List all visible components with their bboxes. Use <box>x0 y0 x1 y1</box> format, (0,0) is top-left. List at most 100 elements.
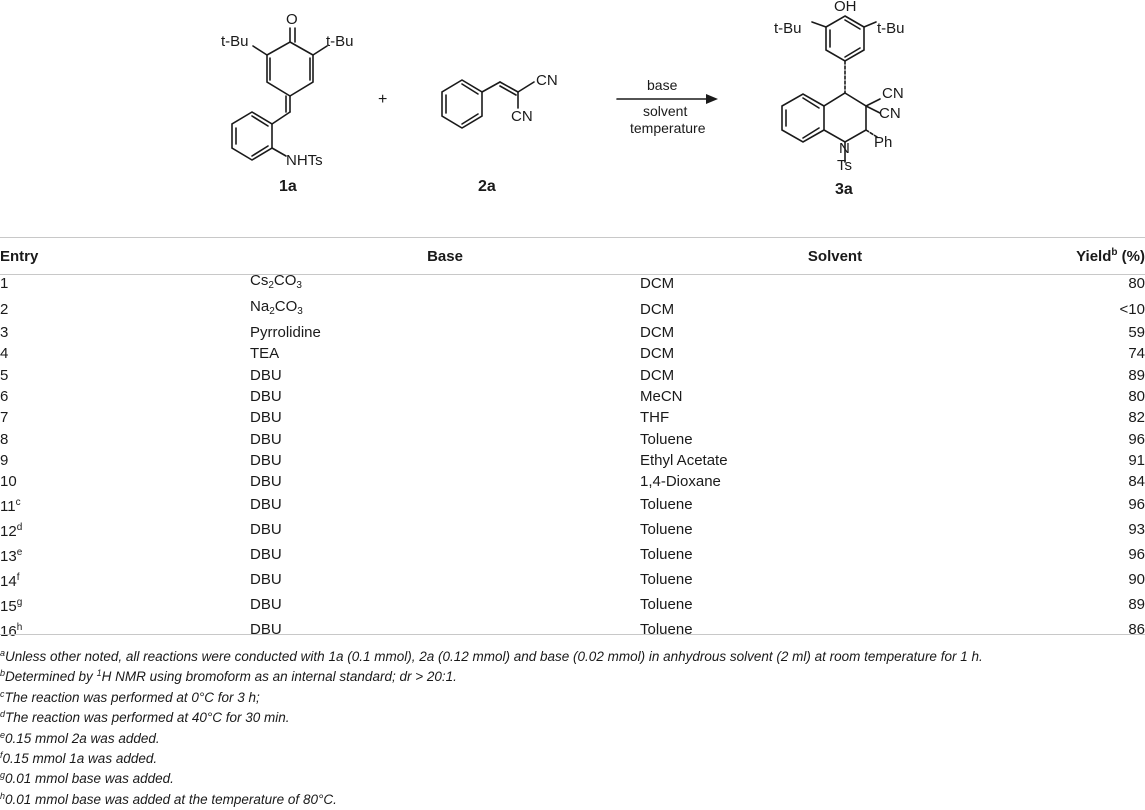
footnote: aUnless other noted, all reactions were … <box>0 648 983 664</box>
base-cell: DBU <box>250 596 282 614</box>
entry-cell: 3 <box>0 324 9 342</box>
footnote: g0.01 mmol base was added. <box>0 770 174 787</box>
solvent-cell: THF <box>640 409 670 427</box>
entry-cell: 15g <box>0 597 23 616</box>
solvent-cell: 1,4-Dioxane <box>640 473 721 491</box>
header-yield: Yieldb (%) <box>1076 247 1145 265</box>
product-cn2-label: CN <box>879 105 901 122</box>
yield-cell: 96 <box>1128 546 1145 564</box>
yield-cell: 86 <box>1128 621 1145 639</box>
table-row: 13e DBU Toluene 96 <box>0 542 1145 567</box>
yield-cell: 91 <box>1128 451 1145 469</box>
base-cell: DBU <box>250 409 282 427</box>
yield-cell: 74 <box>1128 345 1145 363</box>
entry-cell: 7 <box>0 409 9 427</box>
entry-cell: 10 <box>0 473 17 491</box>
carbonyl-oxygen-label: O <box>286 11 298 28</box>
footnote: cThe reaction was performed at 0°C for 3… <box>0 688 260 705</box>
base-cell: DBU <box>250 621 282 639</box>
condition-base: base <box>647 77 678 93</box>
reactant-2a-structure: CN CN 2a <box>441 72 558 195</box>
condition-temperature: temperature <box>630 120 706 136</box>
reactant-2a-label: 2a <box>478 178 496 195</box>
base-cell: DBU <box>250 451 282 469</box>
plus-sign: + <box>378 91 387 108</box>
base-cell: DBU <box>250 473 282 491</box>
condition-solvent: solvent <box>643 103 687 119</box>
base-cell: DBU <box>250 546 282 564</box>
solvent-cell: MeCN <box>640 388 683 406</box>
table-top-rule <box>0 237 1145 238</box>
table-row: 1 Cs2CO3 DCM 80 <box>0 270 1145 296</box>
footnote: f0.15 mmol 1a was added. <box>0 749 158 766</box>
yield-cell: <10 <box>1119 300 1145 318</box>
solvent-cell: DCM <box>640 300 675 318</box>
yield-cell: 89 <box>1128 366 1145 384</box>
base-cell: DBU <box>250 571 282 589</box>
tbu-left-label: t-Bu <box>221 33 249 50</box>
yield-cell: 80 <box>1128 388 1145 406</box>
reaction-scheme: O t-Bu t-Bu NHTs 1a + CN CN 2a base solv… <box>221 0 905 198</box>
base-cell: Pyrrolidine <box>250 324 321 342</box>
entry-cell: 11c <box>0 497 21 516</box>
oh-label: OH <box>834 0 857 15</box>
solvent-cell: Toluene <box>640 521 693 539</box>
base-cell: DBU <box>250 521 282 539</box>
solvent-cell: Toluene <box>640 621 693 639</box>
base-cell: DBU <box>250 366 282 384</box>
product-ph-label: Ph <box>874 134 892 151</box>
solvent-cell: DCM <box>640 366 675 384</box>
product-tbu-left-label: t-Bu <box>774 20 802 37</box>
yield-cell: 80 <box>1128 274 1145 292</box>
product-tbu-right-label: t-Bu <box>877 20 905 37</box>
table-row: 7 DBU THF 82 <box>0 407 1145 428</box>
base-cell: Cs2CO3 <box>250 272 302 291</box>
header-bottom-rule <box>0 274 1145 275</box>
footnote: dThe reaction was performed at 40°C for … <box>0 709 290 726</box>
entry-cell: 13e <box>0 547 23 566</box>
product-3a-structure: OH t-Bu t-Bu CN CN Ph N Ts 3a <box>774 0 905 198</box>
product-n-label: N <box>839 140 850 157</box>
yield-cell: 84 <box>1128 473 1145 491</box>
solvent-cell: Toluene <box>640 430 693 448</box>
product-cn1-label: CN <box>882 85 904 102</box>
entry-cell: 1 <box>0 274 9 292</box>
nhts-label: NHTs <box>286 152 323 169</box>
header-base: Base <box>427 247 463 265</box>
yield-cell: 96 <box>1128 430 1145 448</box>
solvent-cell: Toluene <box>640 596 693 614</box>
entry-cell: 16h <box>0 622 23 641</box>
footnote: e0.15 mmol 2a was added. <box>0 729 160 746</box>
yield-cell: 90 <box>1128 571 1145 589</box>
solvent-cell: DCM <box>640 324 675 342</box>
yield-cell: 89 <box>1128 596 1145 614</box>
yield-cell: 82 <box>1128 409 1145 427</box>
entry-cell: 6 <box>0 388 9 406</box>
base-cell: DBU <box>250 430 282 448</box>
tbu-right-label: t-Bu <box>326 33 354 50</box>
reaction-arrow: base solvent temperature <box>616 77 718 136</box>
base-cell: DBU <box>250 496 282 514</box>
solvent-cell: Toluene <box>640 496 693 514</box>
base-cell: Na2CO3 <box>250 298 303 317</box>
entry-cell: 5 <box>0 366 9 384</box>
yield-cell: 96 <box>1128 496 1145 514</box>
solvent-cell: DCM <box>640 274 675 292</box>
table-row: 10 DBU 1,4-Dioxane 84 <box>0 471 1145 492</box>
entry-cell: 4 <box>0 345 9 363</box>
header-solvent: Solvent <box>807 247 863 265</box>
entry-cell: 8 <box>0 430 9 448</box>
footnote: bDetermined by 1H NMR using bromoform as… <box>0 668 457 685</box>
reactant-1a-label: 1a <box>279 178 297 195</box>
solvent-cell: Toluene <box>640 546 693 564</box>
yield-cell: 93 <box>1128 521 1145 539</box>
reactant-1a-structure: O t-Bu t-Bu NHTs 1a <box>221 11 354 195</box>
solvent-cell: Ethyl Acetate <box>640 451 728 469</box>
